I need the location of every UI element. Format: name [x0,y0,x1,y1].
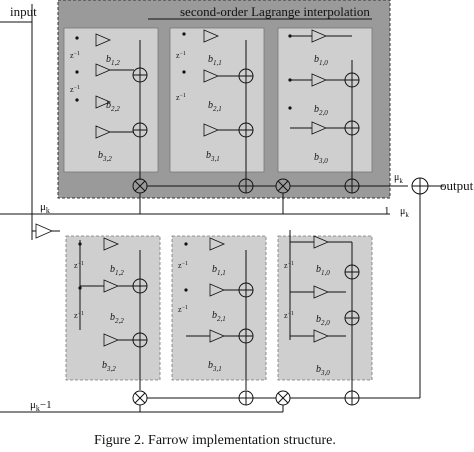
svg-text:z−1: z−1 [176,93,186,102]
lb20: b2,0 [316,314,330,327]
lb30: b3,0 [316,364,330,377]
svg-text:z−1: z−1 [74,261,84,270]
lb11: b1,1 [212,264,226,277]
b20: b2,0 [314,104,328,117]
b12: b1,2 [106,54,120,67]
svg-text:z−1: z−1 [284,311,294,320]
mu-k-right-top: μk [394,172,403,185]
lb10: b1,0 [316,264,330,277]
upper-box-1-content: z−1 z−1 [70,33,148,180]
svg-text:z−1: z−1 [178,261,188,270]
lower-box-3-content: z−1 z−1 [284,230,360,398]
output-label: output [440,178,474,193]
lb21: b2,1 [212,310,226,323]
b22: b2,2 [106,100,120,113]
b30: b3,0 [314,152,328,165]
b11: b1,1 [208,54,222,67]
upper-inner-box-3 [277,27,373,173]
one-label: 1 [384,205,390,217]
b21: b2,1 [208,100,222,113]
lb22: b2,2 [110,312,124,325]
lb32: b3,2 [102,360,116,373]
lower-inner-box-1 [65,235,161,381]
svg-text:z−1: z−1 [176,51,186,60]
mu-k-right: μk [400,206,409,219]
lower-left-delay [35,223,53,239]
b32: b3,2 [98,150,112,163]
lower-inner-box-3 [277,235,373,381]
lb12: b1,2 [110,264,124,277]
lower-box-1-content: z−1 z−1 [74,237,148,390]
lower-box-2-content: z−1 z−1 [178,237,254,390]
upper-box-2-content: z−1 z−1 [176,29,254,180]
input-label: input [10,4,37,19]
b31: b3,1 [206,150,220,163]
upper-inner-box-1 [63,27,159,173]
upper-box-3-content [288,29,360,180]
svg-text:z−1: z−1 [178,305,188,314]
mu-k-minus-1-label: μk−1 [30,399,52,413]
interp-title: second-order Lagrange interpolation [180,4,370,19]
upper-bottom-chain [132,178,408,214]
b10: b1,0 [314,54,328,67]
svg-text:z−1: z−1 [70,85,80,94]
mu-k-label: μk [40,201,50,215]
svg-text:z−1: z−1 [74,311,84,320]
lower-inner-box-2 [171,235,267,381]
lb31: b3,1 [208,360,222,373]
lower-bottom-chain [0,390,420,413]
svg-text:z−1: z−1 [284,261,294,270]
delay-label: z−1 [70,51,80,60]
upper-inner-box-2 [169,27,265,173]
figure-caption: Figure 2. Farrow implementation structur… [94,433,336,448]
